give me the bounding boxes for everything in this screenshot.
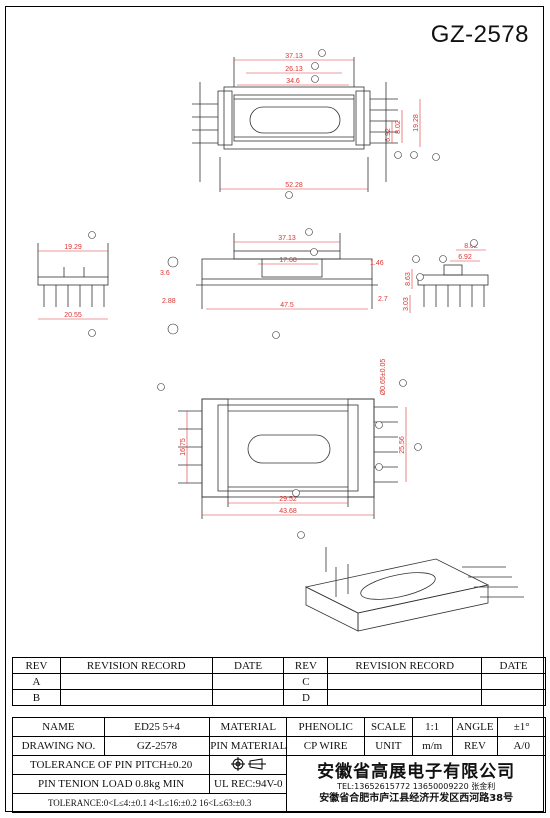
record-cell xyxy=(327,673,483,690)
pin-material-value: CP WIRE xyxy=(286,736,365,756)
front-view xyxy=(196,233,378,309)
projection-symbol xyxy=(209,755,288,775)
dim-bottom-2: 29.52 xyxy=(279,496,297,503)
dim-front-7: 2.7 xyxy=(378,296,388,303)
dim-bottom-3: 43.68 xyxy=(279,508,297,515)
title-row-5: TOLERANCE:0<L≤4:±0.1 4<L≤16:±0.2 16<L≤63… xyxy=(11,793,546,813)
date-cell xyxy=(481,689,546,706)
dim-front-3: 1.46 xyxy=(370,260,384,267)
name-value: ED25 5+4 xyxy=(103,717,211,737)
dim-right-2: 6.92 xyxy=(458,254,472,261)
material-label: MATERIAL xyxy=(209,717,288,737)
bottom-view xyxy=(178,398,398,519)
dim-left-2: 20.55 xyxy=(64,312,82,319)
date-cell xyxy=(481,673,546,690)
rev-header-2: REV xyxy=(283,657,329,674)
rev-cell: D xyxy=(283,689,329,706)
angle-label: ANGLE xyxy=(451,717,499,737)
unit-label: UNIT xyxy=(363,736,413,756)
angle-value: ±1° xyxy=(497,717,546,737)
unit-value: m/m xyxy=(411,736,453,756)
projection-symbol-icon xyxy=(231,756,267,771)
pitch-tolerance: TOLERANCE OF PIN PITCH±0.20 xyxy=(11,755,211,775)
rev-cell: A xyxy=(12,673,61,690)
pin-load: PIN TENION LOAD 0.8kg MIN xyxy=(11,774,211,794)
dim-front-1: 37.13 xyxy=(278,235,296,242)
dim-front-6: 47.5 xyxy=(280,302,294,309)
dim-front-2: 17.68 xyxy=(279,257,297,264)
drawing-no-label: DRAWING NO. xyxy=(12,736,105,756)
company-address: 安徽省合肥市庐江县经济开发区西河路38号 xyxy=(319,793,514,804)
drawing-no-value: GZ-2578 xyxy=(103,736,211,756)
date-cell xyxy=(211,673,285,690)
date-header: DATE xyxy=(211,657,285,674)
rev-cell: B xyxy=(12,689,61,706)
title-row-2: DRAWING NO. GZ-2578 PIN MATERIAL CP WIRE… xyxy=(12,736,546,756)
dim-front-4: 3.6 xyxy=(160,270,170,277)
dim-bottom-1: 16.75 xyxy=(180,438,187,456)
rev-value: A/0 xyxy=(497,736,546,756)
dim-front-5: 2.88 xyxy=(162,298,176,305)
revision-header-row: REV REVISION RECORD DATE REV REVISION RE… xyxy=(12,657,546,674)
tolerance-note: TOLERANCE:0<L≤4:±0.1 4<L≤16:±0.2 16<L≤63… xyxy=(11,793,288,813)
title-block: NAME ED25 5+4 MATERIAL PHENOLIC SCALE 1:… xyxy=(11,717,546,813)
title-row-3: TOLERANCE OF PIN PITCH±0.20 安徽省高展电子有限公司 … xyxy=(11,755,546,813)
dim-bottom-5: Ø0.65±0.05 xyxy=(380,359,387,396)
ul-rec: UL REC:94V-0 xyxy=(209,774,288,794)
record-cell xyxy=(59,673,213,690)
reference-balloons xyxy=(88,49,478,539)
isometric-view xyxy=(304,547,524,632)
name-label: NAME xyxy=(12,717,105,737)
date-cell xyxy=(211,689,285,706)
dim-top-4: 6.92 xyxy=(385,128,392,142)
company-tel: TEL:13652615772 13650009220 张金利 xyxy=(337,782,496,791)
left-view xyxy=(37,243,109,307)
scale-value: 1:1 xyxy=(411,717,453,737)
dim-right-4: 3.03 xyxy=(403,297,410,311)
revision-row: A C xyxy=(12,673,546,690)
scale-label: SCALE xyxy=(363,717,413,737)
model-number: GZ-2578 xyxy=(430,21,529,48)
record-cell xyxy=(327,689,483,706)
title-row-1: NAME ED25 5+4 MATERIAL PHENOLIC SCALE 1:… xyxy=(12,717,546,737)
rev-header: REV xyxy=(12,657,61,674)
dim-bottom-4: 25.56 xyxy=(399,436,406,454)
top-view xyxy=(192,57,398,192)
dim-right-1: 8.02 xyxy=(464,243,478,250)
date-header-2: DATE xyxy=(481,657,546,674)
dim-top-5: 8.02 xyxy=(395,120,402,134)
rev-cell: C xyxy=(283,673,329,690)
dim-top-7: 52.28 xyxy=(285,182,303,189)
title-row-4: PIN TENION LOAD 0.8kg MIN UL REC:94V-0 xyxy=(11,774,546,794)
dim-top-1: 37.13 xyxy=(285,53,303,60)
revision-record-header-2: REVISION RECORD xyxy=(327,657,483,674)
dim-left-1: 19.29 xyxy=(64,244,82,251)
company-name: 安徽省高展电子有限公司 xyxy=(317,762,516,782)
dim-top-6: 19.28 xyxy=(413,114,420,132)
dim-right-3: 8.63 xyxy=(405,272,412,286)
right-view xyxy=(417,264,489,307)
company-block: 安徽省高展电子有限公司 TEL:13652615772 13650009220 … xyxy=(286,755,546,813)
revision-row: B D xyxy=(12,689,546,706)
rev-label: REV xyxy=(451,736,499,756)
revision-table: REV REVISION RECORD DATE REV REVISION RE… xyxy=(12,657,546,706)
drawing-sheet: 37.13 26.13 34.6 6.92 8.02 19.28 52.28 3… xyxy=(5,6,546,813)
record-cell xyxy=(59,689,213,706)
dim-top-3: 34.6 xyxy=(286,78,300,85)
revision-record-header: REVISION RECORD xyxy=(59,657,213,674)
dim-top-2: 26.13 xyxy=(285,66,303,73)
technical-drawing: 37.13 26.13 34.6 6.92 8.02 19.28 52.28 3… xyxy=(37,49,524,632)
pin-material-label: PIN MATERIAL xyxy=(209,736,288,756)
material-value: PHENOLIC xyxy=(286,717,365,737)
